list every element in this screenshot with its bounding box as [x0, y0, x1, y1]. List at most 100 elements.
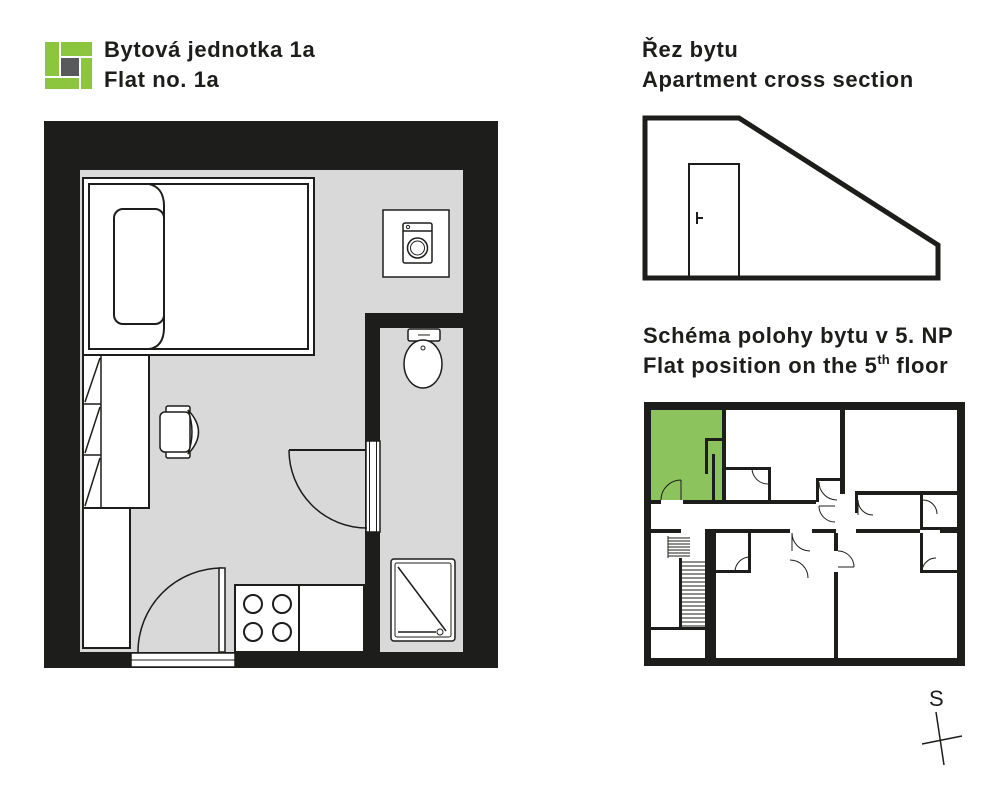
floor-schematic: [644, 402, 965, 666]
cross-section-title-czech: Řez bytu: [642, 37, 739, 62]
flat-title-czech: Bytová jednotka 1a: [104, 37, 316, 62]
kitchen-counter: [234, 584, 365, 653]
entrance-door-icon: [130, 567, 236, 668]
bathroom-door-icon: [288, 440, 381, 533]
schematic-door-arc: [789, 559, 809, 579]
schematic-door-arc: [818, 481, 838, 501]
schematic-wall: [920, 495, 923, 530]
schematic-wall: [768, 467, 771, 500]
schematic-wall: [644, 402, 965, 410]
desk-shelf-icon: [82, 354, 150, 509]
shower-tray-inner: [394, 562, 452, 638]
compass-north-south-line: [935, 711, 945, 766]
washer-space: [382, 209, 450, 278]
stove-burner: [243, 622, 263, 642]
schematic-door-arc: [837, 550, 855, 568]
chair-icon: [159, 405, 200, 459]
stove-burner: [272, 594, 292, 614]
cross-section-outline: [642, 115, 941, 281]
washing-machine-icon: [382, 209, 450, 278]
schematic-wall: [856, 529, 920, 533]
compass-east-west-line: [921, 735, 963, 745]
schematic-wall: [855, 491, 858, 513]
schematic-wall: [726, 500, 816, 504]
schematic-wall: [679, 558, 682, 628]
logo-tile: [61, 42, 92, 56]
schematic-wall: [651, 500, 661, 504]
position-title-main: Flat position on the 5: [643, 353, 878, 378]
position-title-czech: Schéma polohy bytu v 5. NP: [643, 323, 954, 348]
washer-knob: [405, 224, 411, 230]
schematic-door-arc: [922, 499, 938, 515]
ordinal-suffix: th: [877, 352, 890, 367]
chair-seat: [159, 411, 191, 453]
schematic-wall: [705, 529, 716, 658]
door-icon: [688, 163, 740, 279]
schematic-wall: [644, 658, 965, 666]
schematic-door-arc: [921, 557, 937, 573]
schematic-door-arc: [660, 479, 682, 501]
cross-section-drawing: [642, 115, 941, 281]
blanket-fold: [148, 183, 165, 350]
schematic-wall: [940, 529, 957, 533]
schematic-wall: [705, 529, 790, 533]
floor-plan: [44, 121, 498, 668]
schematic-wall: [726, 467, 770, 470]
door-frame: [365, 440, 381, 533]
flat-title-english: Flat no. 1a: [104, 67, 220, 92]
toilet-bowl: [403, 339, 443, 389]
schematic-wall: [722, 410, 726, 504]
shelf-bracket: [84, 357, 101, 507]
door-swing-arc: [288, 449, 368, 529]
logo-tile: [45, 78, 79, 89]
pillow: [113, 208, 165, 325]
cross-section-title-english: Apartment cross section: [642, 67, 914, 92]
washer-body: [402, 222, 433, 264]
schematic-wall: [716, 570, 750, 573]
highlighted-flat: [651, 410, 723, 500]
stove-burner: [272, 622, 292, 642]
schematic-door-arc: [818, 505, 836, 523]
schematic-wall: [920, 533, 923, 572]
compass-icon: [921, 711, 963, 766]
compass-label: S: [929, 686, 944, 711]
door-leaf: [218, 567, 226, 653]
schematic-wall: [651, 627, 705, 630]
door-frame-inner: [369, 440, 377, 533]
washer-drum: [406, 237, 429, 259]
schematic-wall: [712, 454, 715, 500]
washer-door: [410, 240, 425, 256]
schematic-wall: [816, 478, 819, 502]
shower-slope: [397, 566, 447, 632]
position-title-end: floor: [889, 353, 949, 378]
wardrobe-icon: [82, 507, 131, 649]
schematic-wall: [644, 402, 651, 666]
door-swing-arc: [137, 567, 223, 653]
schematic-wall: [840, 410, 845, 494]
logo-tile: [81, 58, 92, 89]
bed-icon: [82, 177, 315, 356]
schematic-wall: [834, 572, 838, 658]
chair-backrest: [187, 409, 200, 455]
toilet-seat-hinge: [420, 345, 426, 351]
stove-burner: [243, 594, 263, 614]
schematic-wall: [920, 527, 957, 530]
stove-icon: [243, 594, 292, 642]
schematic-door-arc: [751, 467, 769, 485]
schematic-wall: [683, 500, 722, 504]
logo-tile: [45, 42, 59, 76]
schematic-wall: [957, 402, 965, 666]
schematic-wall: [816, 478, 842, 481]
logo-icon: [45, 42, 92, 89]
schematic-door-arc: [791, 532, 811, 552]
schematic-wall: [748, 533, 751, 573]
shower-drain: [436, 628, 444, 636]
shower-icon: [390, 558, 456, 642]
logo-center-tile: [61, 58, 79, 76]
schematic-door-arc: [857, 499, 874, 516]
position-title-english: Flat position on the 5th floor: [643, 352, 949, 378]
schematic-door-arc: [734, 556, 751, 573]
toilet-icon: [403, 328, 443, 389]
schematic-wall: [858, 491, 957, 495]
